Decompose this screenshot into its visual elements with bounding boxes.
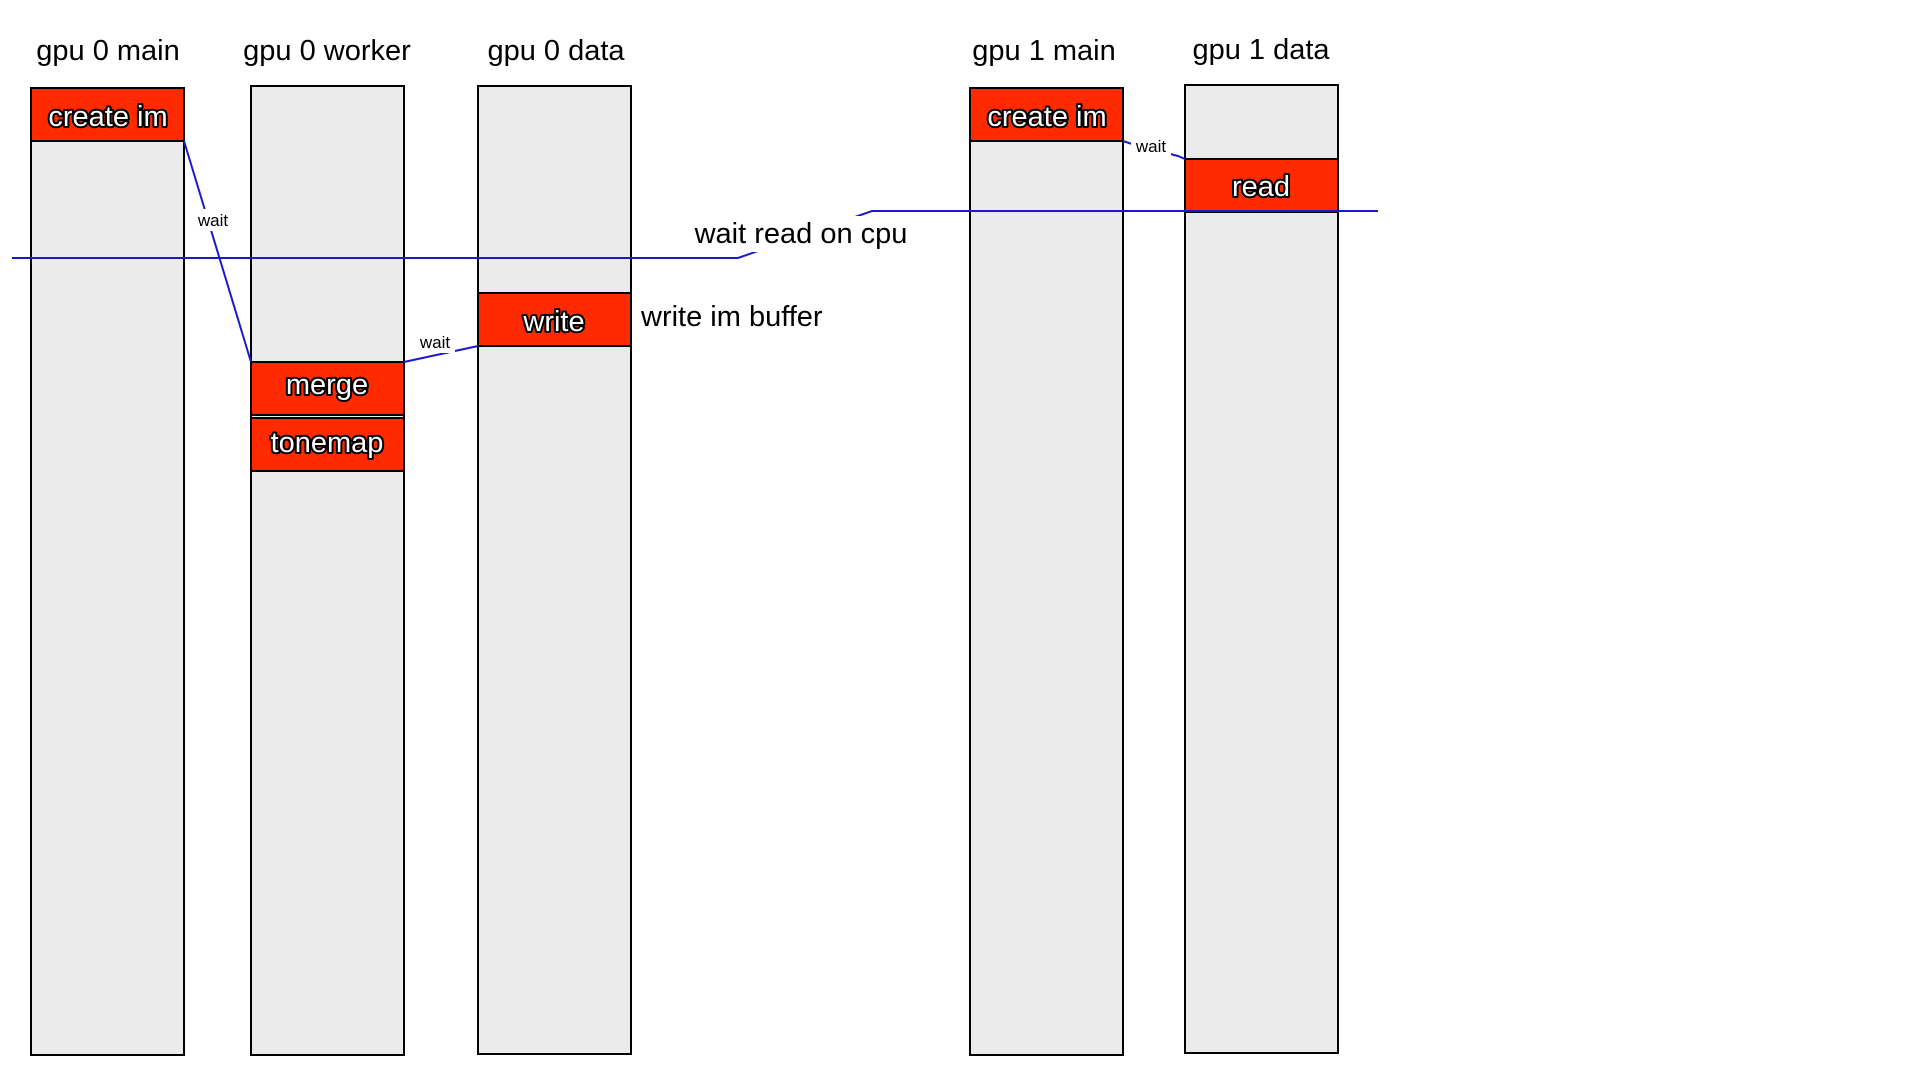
block-read [1184,158,1339,213]
wait-label-bg [1131,135,1171,157]
block-label-create-im-gpu1: create im [987,101,1106,133]
lane-title-gpu1-main: gpu 1 main [972,35,1116,67]
cpu-wait-label-bg [688,216,920,252]
wait-link-merge-to-write [403,345,479,363]
wait-label-merge-write: wait [419,333,451,352]
block-label-write: write [522,306,584,338]
wait-label-bg [415,331,455,353]
wait-label-create-read: wait [1135,137,1167,156]
block-label-read: read [1232,171,1290,203]
block-write [477,292,632,347]
lane-gpu0-main [30,87,185,1056]
wait-label-create-merge: wait [197,211,229,230]
wait-link-create-to-merge [183,140,252,363]
lane-gpu1-main [969,87,1124,1056]
lane-title-gpu0-main: gpu 0 main [36,35,180,67]
block-label-merge: merge [286,369,368,401]
block-label-tonemap: tonemap [271,427,384,459]
block-label-create-im-gpu0: create im [48,101,167,133]
lane-title-gpu0-worker: gpu 0 worker [243,35,411,67]
cpu-wait-label: wait read on cpu [694,218,908,250]
wait-label-bg [193,209,233,231]
lane-title-gpu0-data: gpu 0 data [487,35,625,67]
lane-gpu0-data [477,85,632,1055]
lane-title-gpu1-data: gpu 1 data [1192,34,1330,66]
block-tonemap [250,417,405,472]
write-buffer-note: write im buffer [640,301,823,333]
block-create-im-gpu0 [30,87,185,142]
block-merge [250,361,405,416]
block-create-im-gpu1 [969,87,1124,142]
lane-gpu0-worker [250,85,405,1056]
lane-gpu1-data [1184,84,1339,1054]
